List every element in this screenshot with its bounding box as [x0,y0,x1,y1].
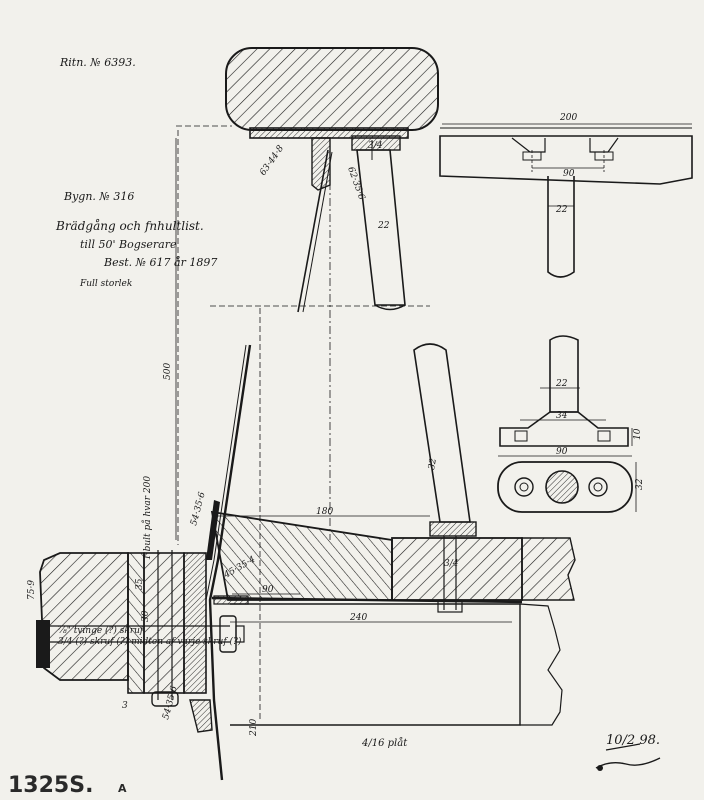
dim-bracket-top: 62·35·6 [345,166,366,202]
reference-lines [175,125,430,720]
building-no: Bygn. № 316 [63,190,134,203]
plate-note: 4/16 plåt [361,737,408,749]
dim-angle-upper: 54·35·6 [189,491,208,527]
hull-plate [205,344,252,781]
vertical-note: 1 bult på hvar 200 [141,476,153,560]
gunwale-rail [36,552,213,733]
top-plan-detail [439,127,693,278]
date-mark: 10/2 98. [606,733,660,748]
top-bracket [249,127,409,313]
order-line: Best. № 617 år 1897 [103,256,217,269]
archive-stamp: 1325S. [8,773,93,798]
dim-top-bolt-spacing: 90 [563,169,575,179]
dim-top-bolt: 3/4 [368,141,383,151]
stanchion-base-detail [497,335,637,513]
dim-35: 35 [135,578,145,590]
dim-angle-left: 63·44·8 [258,144,286,178]
dim-top-stanchion-dia: 22 [555,205,568,215]
horizontal-bolt [46,615,245,653]
dim-upper-stanchion-dia: 22 [377,221,390,231]
title-line-1: Brädgång och fnhultlist. [55,218,204,233]
dim-lower-stanchion-dia: 32 [427,457,439,470]
dimension-lines [218,123,692,623]
dim-length-180: 180 [316,507,333,517]
scale-note: Full storlek [79,279,132,289]
hull-beam [230,603,563,726]
drawing-ref: Ritn. № 6393. [59,56,136,69]
dim-base-depth: 32 [635,478,645,490]
dim-lower-bolt: 3/4 [444,559,459,569]
dim-base-stem: 22 [555,379,568,389]
dim-top-width: 200 [559,113,577,123]
dim-height-500: 500 [163,363,173,380]
lower-stanchion [413,343,477,613]
dim-3: 3 [122,701,128,711]
deck-plank [210,510,576,604]
vertical-bolt [151,550,179,707]
dim-30: 30 [141,610,151,622]
bolt-note-1: ⅞" tvinge (?) skruf [58,625,145,636]
dim-length-240: 240 [349,613,367,623]
top-rail-cap [225,47,439,131]
title-line-2: till 50' Bogserare [80,238,177,251]
dim-210: 210 [249,719,259,737]
dim-length-90: 90 [262,585,274,595]
dim-base-height: 10 [633,428,643,440]
bolt-note-2: 3/4 (?) skruf (?) midten af varje skruf … [58,636,242,647]
dim-rail-height: 75·9 [27,580,37,600]
angle-brackets [206,500,249,605]
date-flourish [595,743,661,771]
archive-suffix: A [118,782,127,795]
dim-base-width: 34 [556,411,568,421]
dim-base-length: 90 [556,447,568,457]
